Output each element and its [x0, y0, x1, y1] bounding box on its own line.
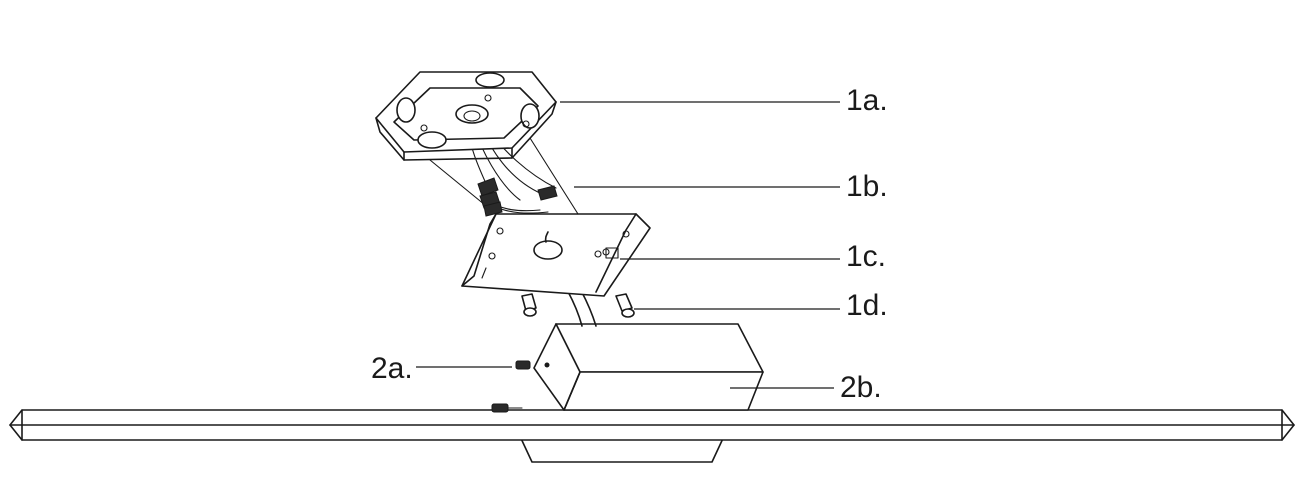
light-bar	[9, 409, 1295, 463]
leader-lines	[416, 101, 840, 389]
set-screw-upper	[515, 360, 550, 370]
driver-box	[533, 323, 764, 411]
label-2a: 2a.	[371, 352, 413, 385]
label-1d: 1d.	[846, 289, 888, 322]
label-1a: 1a.	[846, 84, 888, 117]
label-1c: 1c.	[846, 240, 886, 273]
wire-connectors	[477, 177, 558, 217]
label-1b: 1b.	[846, 170, 888, 203]
mounting-screw-right	[615, 293, 635, 318]
cable-stub	[544, 231, 549, 243]
mounting-plate	[461, 213, 651, 297]
label-2b: 2b.	[840, 371, 882, 404]
junction-box	[375, 71, 557, 161]
mounting-screw-left	[521, 293, 537, 317]
set-screw-lower	[491, 403, 523, 413]
